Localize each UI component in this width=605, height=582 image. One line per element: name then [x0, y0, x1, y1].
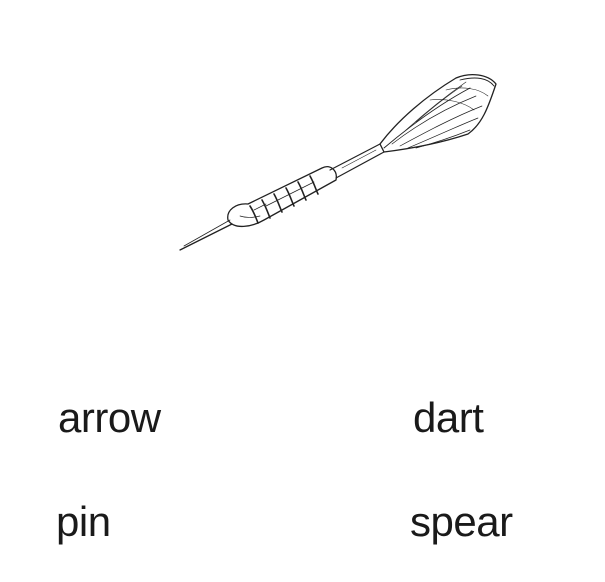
choice-dart[interactable]: dart	[413, 394, 484, 441]
choice-pin[interactable]: pin	[56, 498, 111, 545]
dart-icon	[179, 73, 497, 251]
dart-illustration	[170, 60, 510, 260]
choice-arrow[interactable]: arrow	[58, 394, 161, 441]
choice-spear[interactable]: spear	[410, 498, 513, 545]
